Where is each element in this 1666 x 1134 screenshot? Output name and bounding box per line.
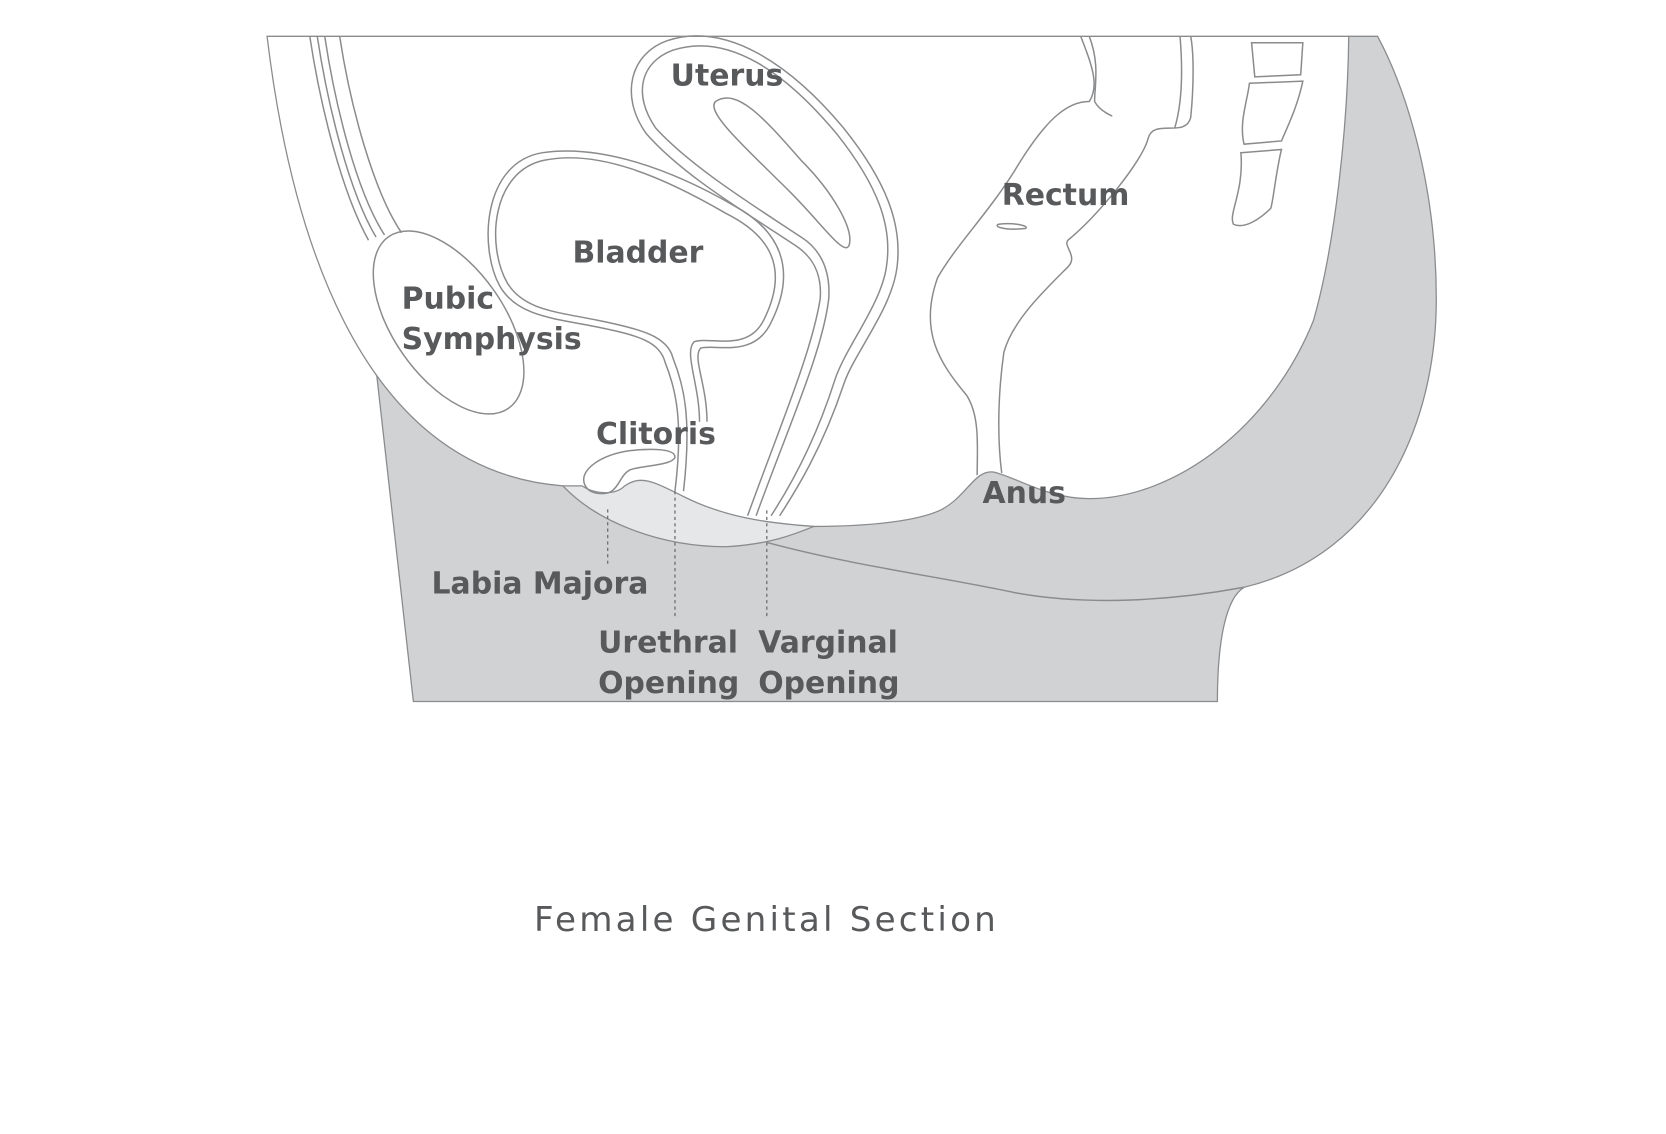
label-urethral-opening: Opening	[598, 666, 739, 701]
label-symphysis: Symphysis	[402, 322, 582, 357]
label-rectum: Rectum	[1002, 178, 1130, 213]
sacrum-shape	[1231, 41, 1304, 227]
uterus-shape	[630, 35, 899, 517]
label-vaginal-opening: Opening	[758, 666, 899, 701]
label-clitoris: Clitoris	[596, 417, 716, 452]
clitoris-shape	[582, 448, 676, 495]
rectum-shape	[929, 36, 1194, 476]
bladder-shape	[487, 150, 785, 492]
label-pubic: Pubic	[402, 282, 495, 317]
label-labia-majora: Labia Majora	[432, 567, 649, 602]
diagram-title: Female Genital Section	[534, 900, 999, 940]
label-uterus: Uterus	[671, 58, 784, 93]
label-vaginal: Varginal	[758, 625, 898, 660]
perineum-line	[766, 541, 1245, 602]
label-bladder: Bladder	[572, 236, 703, 271]
label-urethral: Urethral	[598, 625, 738, 660]
label-anus: Anus	[982, 476, 1065, 511]
abdominal-wall	[309, 36, 403, 241]
labia-majora-shape	[561, 479, 815, 548]
pubic-symphysis-shape	[372, 230, 525, 415]
pelvic-cavity	[266, 35, 1350, 528]
